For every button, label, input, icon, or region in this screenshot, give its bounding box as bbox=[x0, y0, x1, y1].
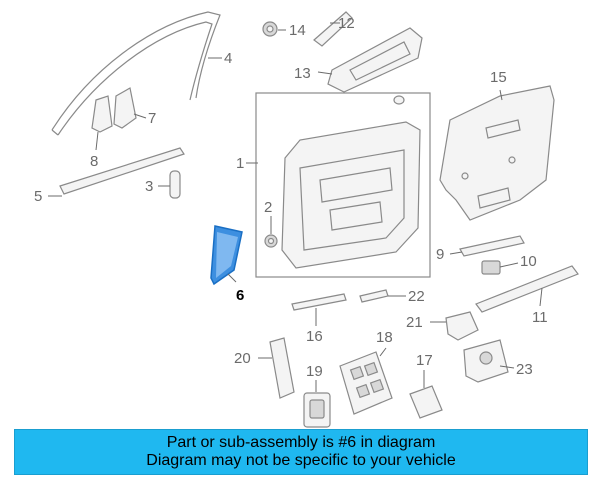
callout-21: 21 bbox=[406, 314, 423, 331]
callout-16: 16 bbox=[306, 328, 323, 345]
part-16-bracket bbox=[291, 293, 347, 311]
callout-17: 17 bbox=[416, 352, 433, 369]
part-6-highlighted-trim bbox=[210, 225, 243, 286]
callout-2: 2 bbox=[264, 199, 272, 216]
callout-23: 23 bbox=[516, 361, 533, 378]
notice-line-1: Part or sub-assembly is #6 in diagram bbox=[166, 434, 436, 451]
callout-6-highlighted: 6 bbox=[236, 287, 244, 304]
part-15-insulator bbox=[439, 85, 555, 221]
part-22-bracket bbox=[359, 289, 389, 303]
part-9-handle bbox=[459, 235, 525, 257]
part-4-frame-molding bbox=[51, 11, 221, 136]
callout-9: 9 bbox=[436, 246, 444, 263]
part-12-cover bbox=[313, 11, 353, 47]
callout-10: 10 bbox=[520, 253, 537, 270]
part-3-clip bbox=[169, 170, 181, 199]
part-2-clip bbox=[264, 234, 278, 248]
leader-lines bbox=[48, 22, 543, 392]
part-20-switch-panel bbox=[269, 337, 295, 399]
callout-19: 19 bbox=[306, 363, 323, 380]
callout-15: 15 bbox=[490, 69, 507, 86]
part-13-armrest-pad bbox=[327, 27, 423, 93]
part-8-trim bbox=[91, 95, 113, 133]
callout-5: 5 bbox=[34, 188, 42, 205]
callout-8: 8 bbox=[90, 153, 98, 170]
callout-18: 18 bbox=[376, 329, 393, 346]
notice-banner: Part or sub-assembly is #6 in diagram Di… bbox=[14, 429, 588, 475]
part-21-switch-housing bbox=[445, 311, 479, 341]
callout-22: 22 bbox=[408, 288, 425, 305]
callout-20: 20 bbox=[234, 350, 251, 367]
callout-12: 12 bbox=[338, 15, 355, 32]
part-5-belt-molding bbox=[59, 147, 185, 195]
callout-14: 14 bbox=[289, 22, 306, 39]
callout-11: 11 bbox=[532, 309, 548, 326]
callout-13: 13 bbox=[294, 65, 311, 82]
part-23-seat-switch bbox=[463, 339, 509, 383]
callout-labels: 1 2 3 4 5 6 7 8 9 10 11 12 13 14 15 16 1… bbox=[34, 15, 548, 380]
callout-1: 1 bbox=[236, 155, 244, 172]
notice-line-2: Diagram may not be specific to your vehi… bbox=[146, 452, 456, 469]
part-18-window-switch bbox=[339, 351, 393, 415]
callout-7: 7 bbox=[148, 110, 156, 127]
part-11-trim-strip bbox=[475, 265, 579, 313]
part-7-trim bbox=[113, 87, 137, 129]
callout-3: 3 bbox=[145, 178, 153, 195]
callout-4: 4 bbox=[224, 50, 232, 67]
part-14-plug bbox=[262, 21, 278, 37]
part-17-switch bbox=[409, 385, 443, 419]
part-19-switch bbox=[303, 392, 331, 428]
part-1-door-trim-panel bbox=[255, 92, 431, 278]
part-10-switch bbox=[481, 260, 501, 275]
